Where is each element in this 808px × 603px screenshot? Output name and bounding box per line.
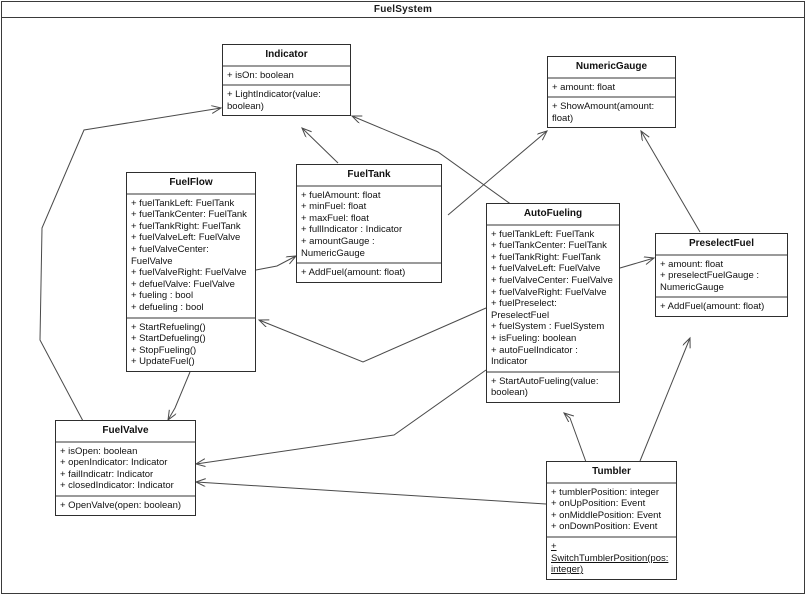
attribute-row: + fuelAmount: float	[301, 189, 381, 201]
operation-row: + ShowAmount(amount: float)	[552, 101, 655, 124]
class-box-fuelvalve[interactable]: FuelValve + isOpen: boolean + openIndica…	[55, 420, 196, 516]
attribute-row: + fuelTankLeft: FuelTank	[491, 228, 595, 240]
attributes-indicator: + isOn: boolean	[223, 66, 350, 85]
attribute-row: + fuelValveRight: FuelValve	[491, 286, 607, 298]
attribute-row: + fuelTankLeft: FuelTank	[131, 197, 235, 209]
operation-row: + LightIndicator(value: boolean)	[227, 89, 321, 112]
attributes-numericgauge: + amount: float	[548, 78, 675, 97]
operation-row: + AddFuel(amount: float)	[660, 301, 765, 313]
operation-row: + StartAutoFueling(value: boolean)	[491, 375, 599, 399]
operation-row-static: + SwitchTumblerPosition(pos: integer)	[551, 540, 669, 576]
attribute-row: + amountGauge : NumericGauge	[301, 235, 375, 259]
attribute-row: + failIndicatr: Indicator	[60, 468, 154, 480]
attribute-row: + amount: float	[552, 81, 616, 93]
attributes-fuelvalve: + isOpen: boolean + openIndicator: Indic…	[56, 442, 195, 495]
attribute-row: + isOpen: boolean	[60, 445, 138, 457]
class-name-numericgauge: NumericGauge	[548, 57, 675, 79]
class-name-autofueling: AutoFueling	[487, 204, 619, 226]
attribute-row: + preselectFuelGauge : NumericGauge	[660, 270, 760, 293]
operations-fuelvalve: + OpenValve(open: boolean)	[56, 494, 195, 515]
attribute-row: + fuelTankRight: FuelTank	[131, 220, 241, 232]
attribute-row: + fuelTankRight: FuelTank	[491, 251, 601, 263]
attributes-tumbler: + tumblerPosition: integer + onUpPositio…	[547, 483, 676, 536]
attribute-row: + minFuel: float	[301, 201, 367, 213]
attributes-fueltank: + fuelAmount: float + minFuel: float + m…	[297, 186, 441, 263]
attribute-row: + onUpPosition: Event	[551, 498, 646, 510]
class-box-preselectfuel[interactable]: PreselectFuel + amount: float + preselec…	[655, 233, 788, 317]
attribute-row: + fuelValveCenter: FuelValve	[491, 274, 613, 286]
operations-fueltank: + AddFuel(amount: float)	[297, 262, 441, 282]
attribute-row: + fuelSystem : FuelSystem	[491, 321, 605, 333]
operation-row: + StopFueling()	[131, 344, 197, 356]
diagram-frame	[1, 1, 805, 594]
class-name-fuelvalve: FuelValve	[56, 421, 195, 443]
operations-preselectfuel: + AddFuel(amount: float)	[656, 296, 787, 316]
attribute-row: + isOn: boolean	[227, 69, 294, 81]
class-box-autofueling[interactable]: AutoFueling + fuelTankLeft: FuelTank + f…	[486, 203, 620, 403]
attribute-row: + maxFuel: float	[301, 212, 369, 224]
class-box-indicator[interactable]: Indicator + isOn: boolean + LightIndicat…	[222, 44, 351, 117]
attribute-row: + fuelValveCenter: FuelValve	[131, 243, 209, 267]
attribute-row: + defuelValve: FuelValve	[131, 278, 235, 290]
attribute-row: + fuelValveLeft: FuelValve	[491, 263, 601, 275]
attribute-row: + fueling : bool	[131, 290, 194, 302]
attribute-row: + amount: float	[660, 258, 724, 270]
operation-row: + OpenValve(open: boolean)	[60, 499, 182, 511]
operations-tumbler: + SwitchTumblerPosition(pos: integer)	[547, 535, 676, 579]
attribute-row: + fuelValveRight: FuelValve	[131, 267, 247, 279]
class-name-preselectfuel: PreselectFuel	[656, 234, 787, 256]
attributes-autofueling: + fuelTankLeft: FuelTank + fuelTankCente…	[487, 225, 619, 371]
operations-numericgauge: + ShowAmount(amount: float)	[548, 96, 675, 128]
attribute-row: + openIndicator: Indicator	[60, 457, 168, 469]
operations-autofueling: + StartAutoFueling(value: boolean)	[487, 370, 619, 402]
attribute-row: + onMiddlePosition: Event	[551, 509, 662, 521]
attribute-row: + autoFuelIndicator : Indicator	[491, 344, 578, 368]
attribute-row: + onDownPosition: Event	[551, 521, 658, 533]
attribute-row: + fullIndicator : Indicator	[301, 224, 403, 236]
attribute-row: + tumblerPosition: integer	[551, 486, 659, 498]
operation-row: + UpdateFuel()	[131, 356, 195, 368]
attributes-fuelflow: + fuelTankLeft: FuelTank + fuelTankCente…	[127, 194, 255, 317]
class-name-fuelflow: FuelFlow	[127, 173, 255, 195]
attribute-row: + fuelTankCenter: FuelTank	[131, 209, 247, 221]
attribute-row: + defueling : bool	[131, 301, 204, 313]
class-box-fueltank[interactable]: FuelTank + fuelAmount: float + minFuel: …	[296, 164, 442, 283]
attribute-row: + closedIndicator: Indicator	[60, 480, 174, 492]
attribute-row: + fuelValveLeft: FuelValve	[131, 232, 241, 244]
attributes-preselectfuel: + amount: float + preselectFuelGauge : N…	[656, 255, 787, 297]
class-name-fueltank: FuelTank	[297, 165, 441, 187]
attribute-row: + fuelPreselect: PreselectFuel	[491, 298, 557, 321]
attribute-row: + fuelTankCenter: FuelTank	[491, 240, 607, 252]
class-box-tumbler[interactable]: Tumbler + tumblerPosition: integer + onU…	[546, 461, 677, 580]
diagram-title: FuelSystem	[1, 1, 805, 18]
operation-row: + StartDefueling()	[131, 333, 206, 345]
class-box-fuelflow[interactable]: FuelFlow + fuelTankLeft: FuelTank + fuel…	[126, 172, 256, 372]
class-name-tumbler: Tumbler	[547, 462, 676, 484]
class-box-numericgauge[interactable]: NumericGauge + amount: float + ShowAmoun…	[547, 56, 676, 129]
attribute-row: + isFueling: boolean	[491, 332, 577, 344]
operations-indicator: + LightIndicator(value: boolean)	[223, 84, 350, 116]
operations-fuelflow: + StartRefueling() + StartDefueling() + …	[127, 316, 255, 371]
operation-row: + AddFuel(amount: float)	[301, 267, 406, 279]
class-name-indicator: Indicator	[223, 45, 350, 67]
operation-row: + StartRefueling()	[131, 321, 206, 333]
